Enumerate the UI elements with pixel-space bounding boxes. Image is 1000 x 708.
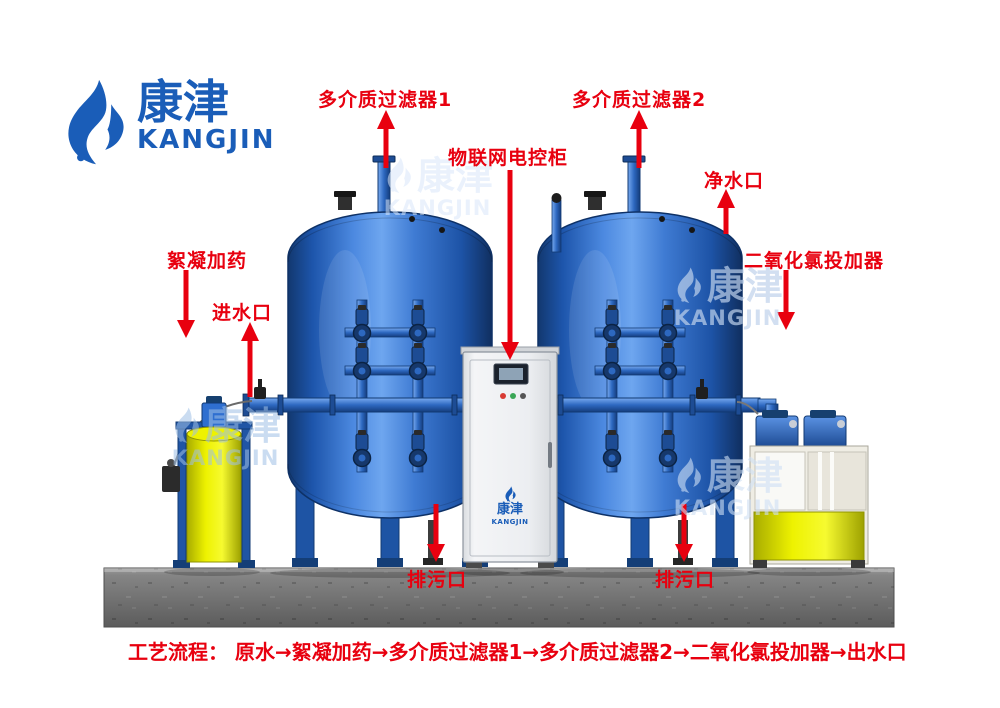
logo-en: KANGJIN <box>137 125 276 156</box>
multimedia-filter-2 <box>538 156 742 567</box>
label-iot-control-cabinet: 物联网电控柜 <box>448 147 569 169</box>
control-cabinet <box>460 346 560 568</box>
label-drain-outlet-2: 排污口 <box>655 569 716 591</box>
label-multimedia-filter-1: 多介质过滤器1 <box>318 89 453 111</box>
label-clean-water-outlet: 净水口 <box>704 170 765 192</box>
label-drain-outlet-1: 排污口 <box>407 569 468 591</box>
inlet-valve <box>254 379 266 399</box>
outlet-valve <box>696 379 708 399</box>
annotation-arrows <box>177 110 795 562</box>
flocculant-dosing-unit <box>162 396 255 568</box>
equipment-shadows <box>164 568 871 578</box>
cabinet-logo: 康津 KANGJIN <box>475 486 545 526</box>
base-platform <box>103 567 895 628</box>
cabinet-display <box>493 363 529 385</box>
cabinet-logo-en: KANGJIN <box>491 517 529 526</box>
label-water-inlet: 进水口 <box>212 302 273 324</box>
brand-logo: 康津 KANGJIN <box>55 78 275 170</box>
label-chlorine-dioxide-doser: 二氧化氯投加器 <box>744 250 885 272</box>
cabinet-indicator-lights <box>500 393 526 399</box>
logo-cn: 康津 <box>137 75 229 129</box>
label-flocculation-dosing: 絮凝加药 <box>167 250 248 272</box>
multimedia-filter-1 <box>288 156 492 567</box>
process-flow-text: 工艺流程： 原水→絮凝加药→多介质过滤器1→多介质过滤器2→二氧化氯投加器→出水… <box>128 640 907 664</box>
cabinet-handle <box>548 442 552 468</box>
flame-icon <box>505 486 516 502</box>
brand-logo-text: 康津 KANGJIN <box>137 78 275 155</box>
chlorine-dioxide-dosing-device <box>736 401 869 568</box>
flame-icon <box>68 79 124 165</box>
filter2-shoulder-pipe <box>551 193 562 253</box>
label-multimedia-filter-2: 多介质过滤器2 <box>572 89 707 111</box>
cabinet-logo-cn: 康津 <box>496 502 523 517</box>
